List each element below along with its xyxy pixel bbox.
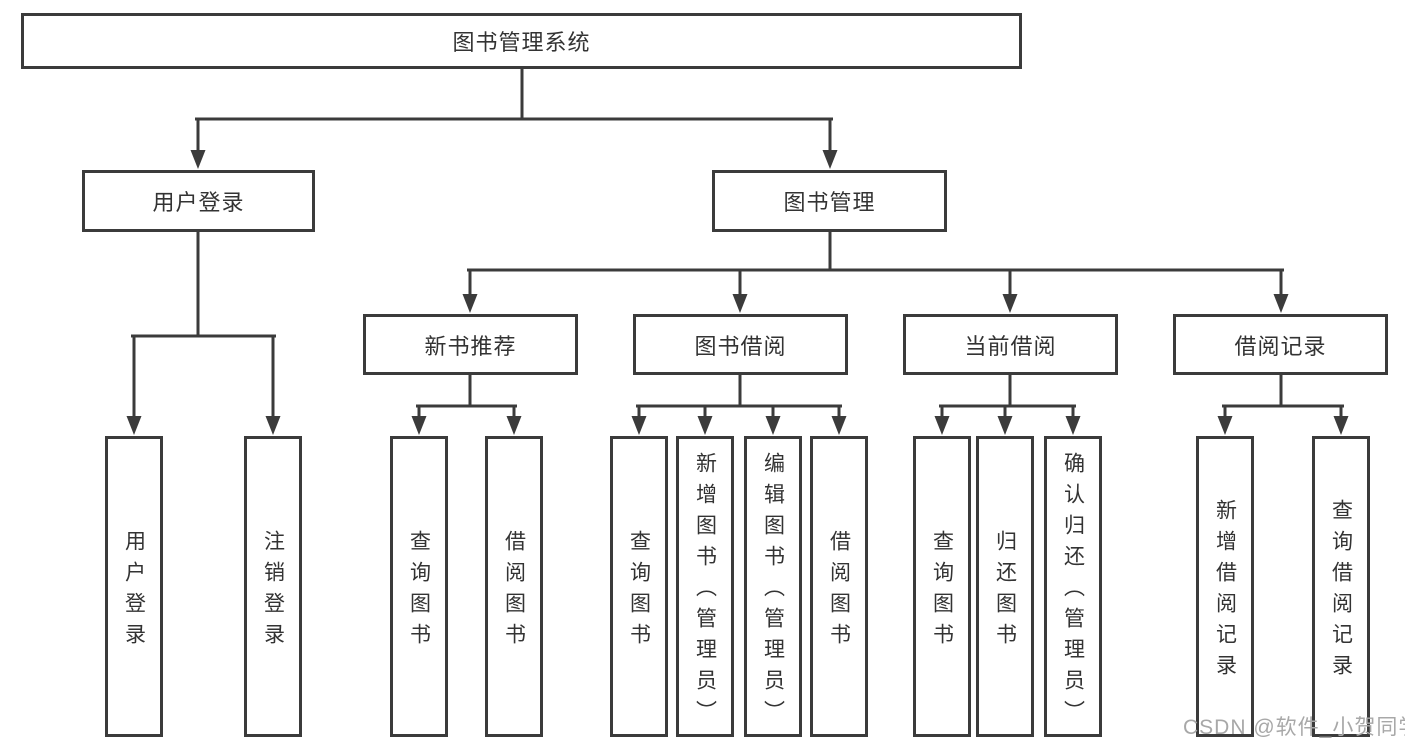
leaf-borrowing-edit-books-admin-label: 编辑图书（管理员） (761, 452, 785, 731)
arrow-down-icon (697, 416, 713, 435)
connector-line (636, 373, 842, 420)
leaf-borrowing-add-books-admin-label: 新增图书（管理员） (693, 452, 717, 731)
connector-user-login-to-children (126, 230, 281, 435)
arrow-down-icon (732, 294, 748, 313)
arrow-down-icon (1065, 416, 1081, 435)
arrow-down-icon (822, 150, 838, 169)
node-user-login: 用户登录 (82, 170, 315, 232)
connector-line (939, 373, 1076, 420)
leaf-records-add-record-label: 新增借阅记录 (1213, 498, 1237, 685)
leaf-borrowing-borrow-books-label: 借阅图书 (827, 529, 851, 654)
leaf-current-return-books-label: 归还图书 (993, 529, 1017, 654)
leaf-records-add-record: 新增借阅记录 (1196, 436, 1254, 737)
arrow-down-icon (126, 416, 142, 435)
connector-book-borrowing-to-children (631, 373, 847, 435)
node-book-borrowing: 图书借阅 (633, 314, 848, 375)
node-book-management: 图书管理 (712, 170, 947, 232)
connector-current-borrowing-to-children (934, 373, 1081, 435)
node-new-book-recommendation: 新书推荐 (363, 314, 578, 375)
leaf-borrowing-add-books-admin: 新增图书（管理员） (676, 436, 734, 737)
node-current-borrowing: 当前借阅 (903, 314, 1118, 375)
connector-borrowing-records-to-children (1217, 373, 1349, 435)
arrow-down-icon (506, 416, 522, 435)
connector-line (131, 230, 276, 420)
leaf-current-confirm-return-admin: 确认归还（管理员） (1044, 436, 1102, 737)
leaf-current-query-books-label: 查询图书 (930, 529, 954, 654)
arrow-down-icon (631, 416, 647, 435)
leaf-borrowing-edit-books-admin: 编辑图书（管理员） (744, 436, 802, 737)
arrow-down-icon (1333, 416, 1349, 435)
leaf-records-query-record: 查询借阅记录 (1312, 436, 1370, 737)
leaf-logout: 注销登录 (244, 436, 302, 737)
arrow-down-icon (1273, 294, 1289, 313)
arrow-down-icon (411, 416, 427, 435)
arrow-down-icon (1217, 416, 1233, 435)
arrow-down-icon (765, 416, 781, 435)
leaf-logout-label: 注销登录 (261, 529, 285, 654)
arrow-down-icon (462, 294, 478, 313)
leaf-borrowing-borrow-books: 借阅图书 (810, 436, 868, 737)
leaf-borrowing-query-books-label: 查询图书 (627, 529, 651, 654)
leaf-user-login-label: 用户登录 (122, 529, 146, 654)
leaf-current-query-books: 查询图书 (913, 436, 971, 737)
connector-root-to-level2 (190, 67, 838, 169)
arrow-down-icon (997, 416, 1013, 435)
watermark: CSDN @软件_小贺同学 (1183, 716, 1405, 739)
leaf-recommend-query-books-label: 查询图书 (407, 529, 431, 654)
leaf-records-query-record-label: 查询借阅记录 (1329, 498, 1353, 685)
leaf-current-confirm-return-admin-label: 确认归还（管理员） (1061, 452, 1085, 731)
arrow-down-icon (831, 416, 847, 435)
connector-line (1222, 373, 1344, 420)
node-borrowing-records: 借阅记录 (1173, 314, 1388, 375)
connector-new-book-recommendation-to-children (411, 373, 522, 435)
node-root: 图书管理系统 (21, 13, 1022, 69)
leaf-current-return-books: 归还图书 (976, 436, 1034, 737)
leaf-recommend-query-books: 查询图书 (390, 436, 448, 737)
arrow-down-icon (265, 416, 281, 435)
arrow-down-icon (934, 416, 950, 435)
leaf-recommend-borrow-books-label: 借阅图书 (502, 529, 526, 654)
connector-line (416, 373, 517, 420)
connector-book-management-to-level3 (462, 230, 1289, 313)
arrow-down-icon (1002, 294, 1018, 313)
leaf-recommend-borrow-books: 借阅图书 (485, 436, 543, 737)
connector-line (467, 230, 1284, 298)
leaf-borrowing-query-books: 查询图书 (610, 436, 668, 737)
connector-line (195, 67, 833, 154)
leaf-user-login: 用户登录 (105, 436, 163, 737)
arrow-down-icon (190, 150, 206, 169)
